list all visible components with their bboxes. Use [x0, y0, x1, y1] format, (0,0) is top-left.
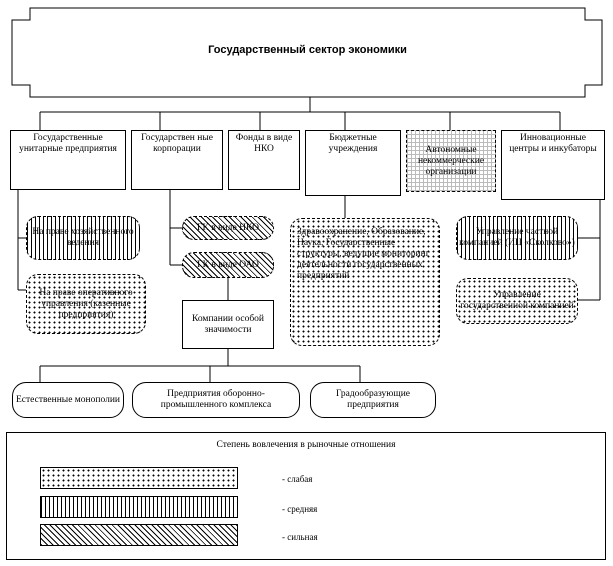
budget-sectors: Здравоохранение, Образование, Наука, Гос… [290, 218, 440, 346]
legend-swatch-strong [40, 524, 238, 546]
corporation-nko: ГК в виде НКО [182, 216, 274, 240]
category-budget: Бюджетные учреждения [305, 130, 401, 196]
category-corporations: Государствен ные корпорации [131, 130, 223, 190]
unitary-operative-management: На праве оперативного управления (казенн… [26, 274, 146, 334]
natural-monopolies: Естественные монополии [12, 382, 124, 418]
category-unitary: Государственные унитарные предприятия [10, 130, 126, 190]
legend-swatch-weak [40, 467, 238, 489]
legend-title: Степень вовлечения в рыночные отношения [216, 440, 396, 450]
legend-label-weak: - слабая [282, 474, 313, 484]
page-title: Государственный сектор экономики [208, 43, 407, 56]
defense-industry: Предприятия оборонно-промышленного компл… [132, 382, 300, 418]
city-forming-enterprises: Градообразующие предприятия [310, 382, 436, 418]
corporation-oao: ГК в виде ОАО [182, 252, 274, 278]
innovation-private-company: Управление частной компанией (ИЦ «Сколко… [456, 216, 578, 260]
category-innovation: Инновационные центры и инкубаторы [501, 130, 605, 200]
innovation-state-company: Управление государственной компанией [456, 278, 578, 324]
legend-label-strong: - сильная [282, 532, 318, 542]
unitary-economic-management: На праве хозяйственного ведения [26, 216, 140, 260]
category-autonomous: Автономные некоммерческие организации [406, 130, 496, 192]
legend-swatch-medium [40, 496, 238, 518]
special-significance-companies: Компании особой значимости [182, 300, 274, 349]
category-funds: Фонды в виде НКО [228, 130, 300, 190]
legend-label-medium: - средняя [282, 504, 318, 514]
